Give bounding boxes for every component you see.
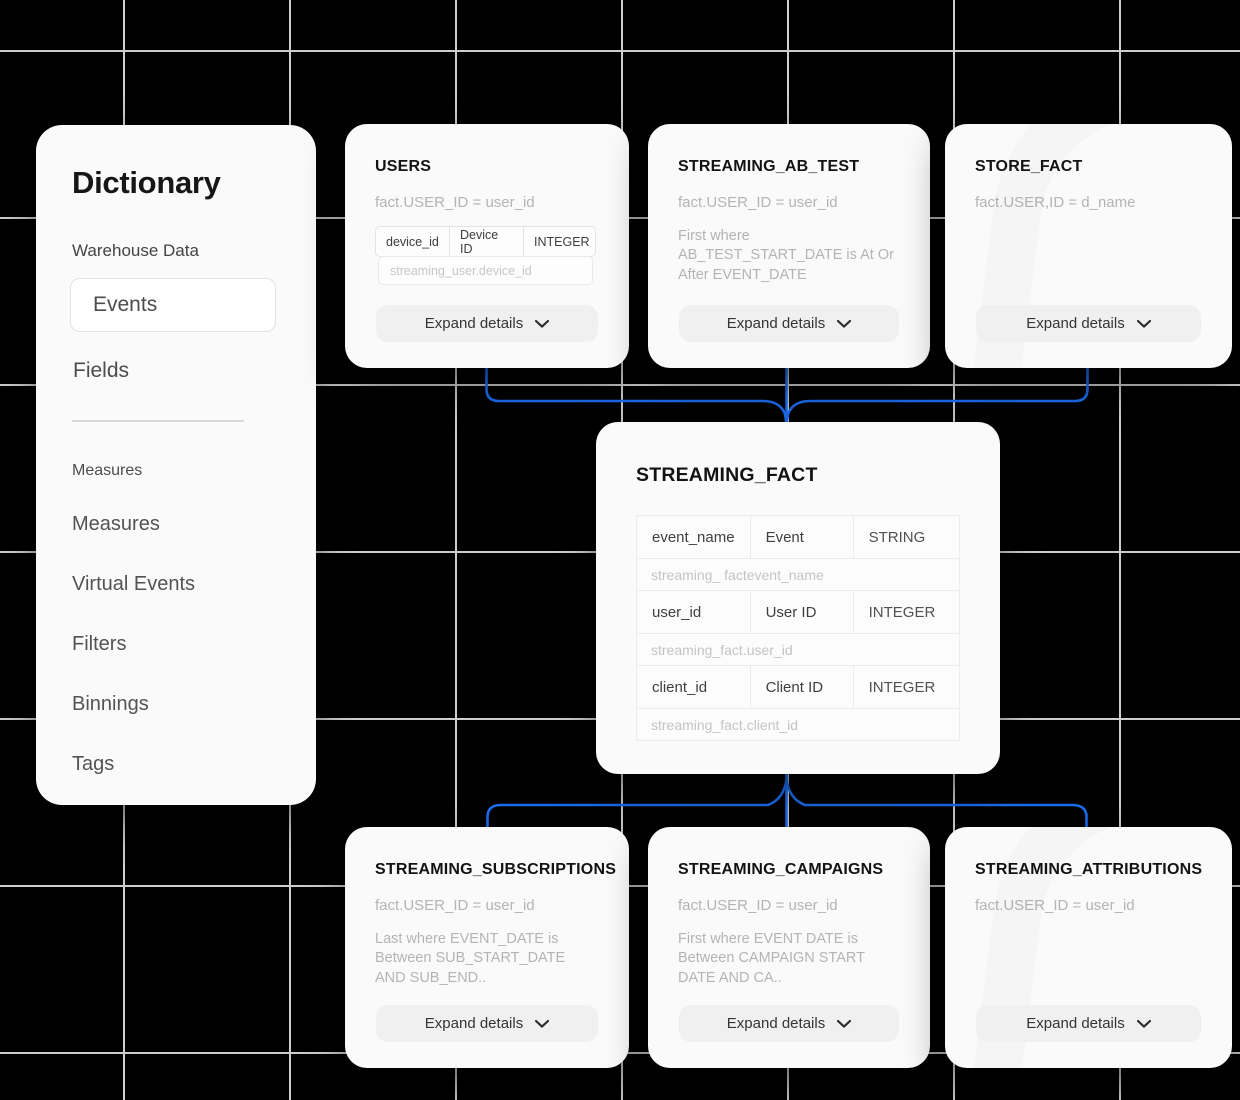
- expand-details-label: Expand details: [424, 1015, 524, 1032]
- field-source-row: streaming_fact.user_id: [636, 633, 960, 666]
- panel-title: Dictionary: [72, 165, 221, 200]
- join-rule: Last where EVENT_DATE is Between SUB_STA…: [375, 931, 566, 986]
- connector-users-to-fact: [485, 364, 788, 426]
- field-type: INTEGER: [852, 590, 961, 634]
- expand-details-label: Expand details: [424, 315, 524, 332]
- card-title: USERS: [375, 158, 432, 175]
- expand-details-button[interactable]: Expand details: [679, 1005, 899, 1042]
- field-row: event_name Event STRING: [636, 515, 961, 559]
- table-card-streaming-fact: STREAMING_FACT event_name Event STRING s…: [596, 422, 1000, 774]
- field-source-row: streaming_ factevent_name: [636, 558, 960, 591]
- sidebar-item-label: Events: [93, 293, 158, 316]
- chevron-down-icon: [837, 1019, 852, 1028]
- field-source: streaming_ factevent_name: [636, 558, 960, 591]
- join-condition: fact.USER_ID = user_id: [678, 897, 838, 914]
- sidebar-item-warehouse-data[interactable]: Warehouse Data: [72, 241, 199, 260]
- dictionary-panel: Dictionary Warehouse Data Events Fields …: [36, 125, 316, 805]
- field-row: client_id Client ID INTEGER: [636, 665, 961, 709]
- field-name: event_name: [636, 515, 751, 559]
- field-row: device_id Device ID INTEGER: [375, 226, 596, 257]
- card-title: STREAMING_CAMPAIGNS: [678, 861, 884, 878]
- sidebar-item-virtual-events[interactable]: Virtual Events: [72, 573, 196, 595]
- table-card-streaming-campaigns: STREAMING_CAMPAIGNS fact.USER_ID = user_…: [648, 827, 930, 1068]
- card-title: STORE_FACT: [975, 158, 1083, 175]
- field-label: Event: [749, 515, 854, 559]
- expand-details-button[interactable]: Expand details: [976, 1005, 1201, 1042]
- join-rule: First where EVENT DATE is Between CAMPAI…: [678, 931, 865, 986]
- field-source: streaming_fact.user_id: [636, 633, 960, 666]
- sidebar-item-fields[interactable]: Fields: [73, 359, 130, 382]
- field-source: streaming_fact.client_id: [636, 708, 960, 741]
- expand-details-button[interactable]: Expand details: [976, 305, 1201, 342]
- table-card-streaming-attributions: STREAMING_ATTRIBUTIONS fact.USER_ID = us…: [945, 827, 1232, 1068]
- chevron-down-icon: [535, 1019, 550, 1028]
- chevron-down-icon: [535, 319, 550, 328]
- chevron-down-icon: [1136, 1019, 1151, 1028]
- card-title: STREAMING_SUBSCRIPTIONS: [375, 861, 617, 878]
- sidebar-item-tags[interactable]: Tags: [72, 753, 115, 775]
- sidebar-item-measures[interactable]: Measures: [72, 513, 160, 535]
- field-type: INTEGER: [523, 227, 595, 256]
- table-card-users: USERS fact.USER_ID = user_id device_id D…: [345, 124, 629, 368]
- connector-storefact-to-fact: [785, 364, 1089, 426]
- sidebar-item-binnings[interactable]: Binnings: [72, 693, 149, 715]
- join-condition: fact.USER_ID = user_id: [975, 897, 1135, 914]
- expand-details-button[interactable]: Expand details: [679, 305, 899, 342]
- card-title: STREAMING_FACT: [636, 464, 818, 486]
- sidebar-item-events[interactable]: Events: [70, 278, 276, 332]
- field-label: Device ID: [449, 227, 523, 256]
- connector-fact-to-attributions: [785, 770, 1088, 831]
- chevron-down-icon: [1136, 319, 1151, 328]
- table-card-streaming-ab-test: STREAMING_AB_TEST fact.USER_ID = user_id…: [648, 124, 930, 368]
- card-title: STREAMING_AB_TEST: [678, 158, 860, 175]
- expand-details-label: Expand details: [1026, 1015, 1125, 1032]
- expand-details-button[interactable]: Expand details: [376, 1005, 598, 1042]
- field-name: client_id: [636, 665, 751, 709]
- field-table: device_id Device ID INTEGER streaming_us…: [375, 226, 596, 285]
- expand-details-label: Expand details: [726, 315, 826, 332]
- sidebar-divider: [72, 420, 244, 422]
- connector-fact-to-subscriptions: [486, 770, 788, 831]
- expand-details-label: Expand details: [1026, 315, 1125, 332]
- field-source-row: streaming_fact.client_id: [636, 708, 960, 741]
- sidebar-list: Measures Virtual Events Filters Binnings…: [72, 513, 280, 776]
- field-name: user_id: [636, 590, 751, 634]
- field-type: INTEGER: [852, 665, 961, 709]
- field-name: device_id: [386, 234, 439, 249]
- field-label: User ID: [749, 590, 854, 634]
- field-row: user_id User ID INTEGER: [636, 590, 961, 634]
- table-card-store-fact: STORE_FACT fact.USER,ID = d_name Expand …: [945, 124, 1232, 368]
- table-card-streaming-subscriptions: STREAMING_SUBSCRIPTIONS fact.USER_ID = u…: [345, 827, 629, 1068]
- join-rule: First where AB_TEST_START_DATE is At Or …: [678, 228, 894, 283]
- join-condition: fact.USER_ID = user_id: [678, 194, 838, 211]
- chevron-down-icon: [837, 319, 852, 328]
- expand-details-label: Expand details: [726, 1015, 826, 1032]
- sidebar-section-measures: Measures: [72, 462, 143, 479]
- field-source: streaming_user.device_id: [378, 256, 593, 285]
- card-title: STREAMING_ATTRIBUTIONS: [975, 861, 1203, 878]
- sidebar-item-filters[interactable]: Filters: [72, 633, 127, 655]
- join-condition: fact.USER_ID = user_id: [375, 897, 535, 914]
- field-type: STRING: [852, 515, 961, 559]
- field-label: Client ID: [749, 665, 854, 709]
- expand-details-button[interactable]: Expand details: [376, 305, 598, 342]
- join-condition: fact.USER_ID = user_id: [375, 194, 535, 211]
- join-condition: fact.USER,ID = d_name: [975, 194, 1136, 211]
- field-table: event_name Event STRING streaming_ facte…: [636, 515, 961, 741]
